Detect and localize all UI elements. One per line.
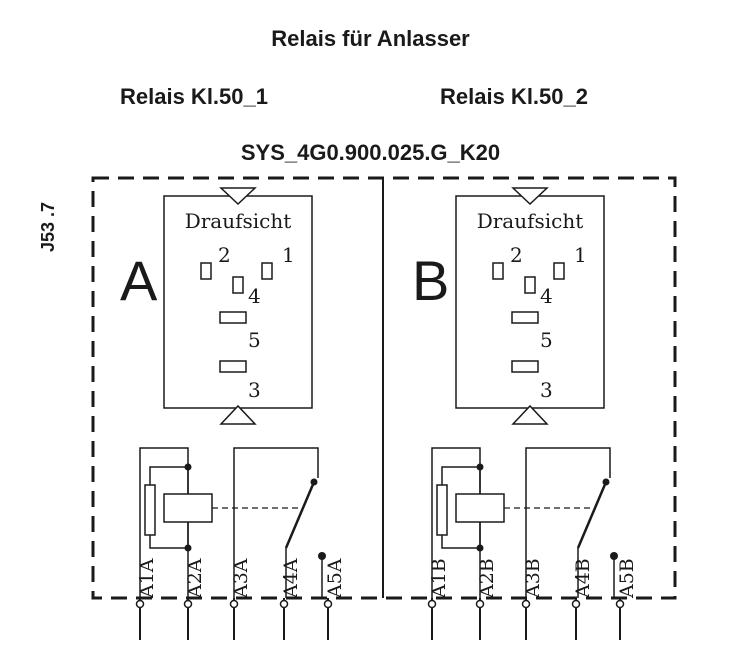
resistor-wire-top [441, 466, 480, 485]
pin-number: 4 [248, 284, 261, 308]
contact-wire [233, 447, 319, 598]
relay-label-2: Relais Kl.50_2 [440, 84, 588, 109]
terminal-connector [571, 599, 581, 609]
key-triangle-bottom [219, 404, 257, 425]
relay-label-1: Relais Kl.50_1 [120, 84, 268, 109]
system-code-label: SYS_4G0.900.025.G_K20 [240, 140, 501, 165]
terminal-label: A2B [476, 558, 498, 599]
resistor [436, 484, 448, 536]
pin-slot-2 [492, 262, 504, 280]
terminal-connector [229, 599, 239, 609]
pin-number: 4 [540, 284, 553, 308]
contact-pivot [602, 478, 610, 486]
view-label: Draufsicht [185, 209, 292, 233]
resistor-wire-bottom [149, 535, 188, 549]
key-triangle-bottom [511, 404, 549, 425]
switch-contact [284, 481, 316, 549]
terminal-label: A3A [230, 558, 252, 599]
pin-number: 2 [510, 243, 523, 267]
terminal-label: A1A [136, 558, 158, 599]
pin-number: 1 [574, 243, 587, 267]
view-label: Draufsicht [477, 209, 584, 233]
terminal-connector [135, 599, 145, 609]
pin-number: 5 [540, 328, 553, 352]
junction-dot [476, 544, 484, 552]
terminal-connector [427, 599, 437, 609]
pin-number: 3 [540, 378, 553, 402]
pin-slot-1 [261, 262, 273, 280]
resistor-wire-bottom [441, 535, 480, 549]
terminal-label: A3B [522, 558, 544, 599]
pin-number: 5 [248, 328, 261, 352]
pin-slot-3 [219, 360, 247, 373]
key-triangle-top [511, 187, 549, 206]
terminal-connector [279, 599, 289, 609]
resistor [144, 484, 156, 536]
junction-dot [476, 463, 484, 471]
terminal-label: A5A [324, 558, 346, 599]
terminal-connector [323, 599, 333, 609]
terminal-label: A1B [428, 558, 450, 599]
resistor-wire-top [149, 466, 188, 485]
pin-slot-4 [232, 276, 244, 294]
terminal-label: A4B [572, 558, 594, 599]
terminal-connector [521, 599, 531, 609]
key-triangle-top [219, 187, 257, 206]
pin-slot-5 [511, 311, 539, 324]
pin-slot-2 [200, 262, 212, 280]
diagram-title: Relais für Anlasser [271, 26, 470, 51]
pin-number: 1 [282, 243, 295, 267]
module-letter: B [412, 249, 449, 312]
pin-slot-5 [219, 311, 247, 324]
terminal-connector [475, 599, 485, 609]
pin-number: 3 [248, 378, 261, 402]
pin-slot-4 [524, 276, 536, 294]
terminal-connector [183, 599, 193, 609]
pin-slot-3 [511, 360, 539, 373]
terminal-label: A5B [616, 558, 638, 599]
junction-dot [184, 463, 192, 471]
relay-coil [163, 493, 213, 523]
terminal-label: A4A [280, 558, 302, 599]
junction-dot [184, 544, 192, 552]
terminal-connector [615, 599, 625, 609]
pin-slot-1 [553, 262, 565, 280]
contact-wire [525, 447, 611, 598]
contact-pivot [310, 478, 318, 486]
terminal-label: A2A [184, 558, 206, 599]
switch-contact [576, 481, 608, 549]
pin-number: 2 [218, 243, 231, 267]
module-letter: A [120, 249, 158, 312]
relay-coil [455, 493, 505, 523]
